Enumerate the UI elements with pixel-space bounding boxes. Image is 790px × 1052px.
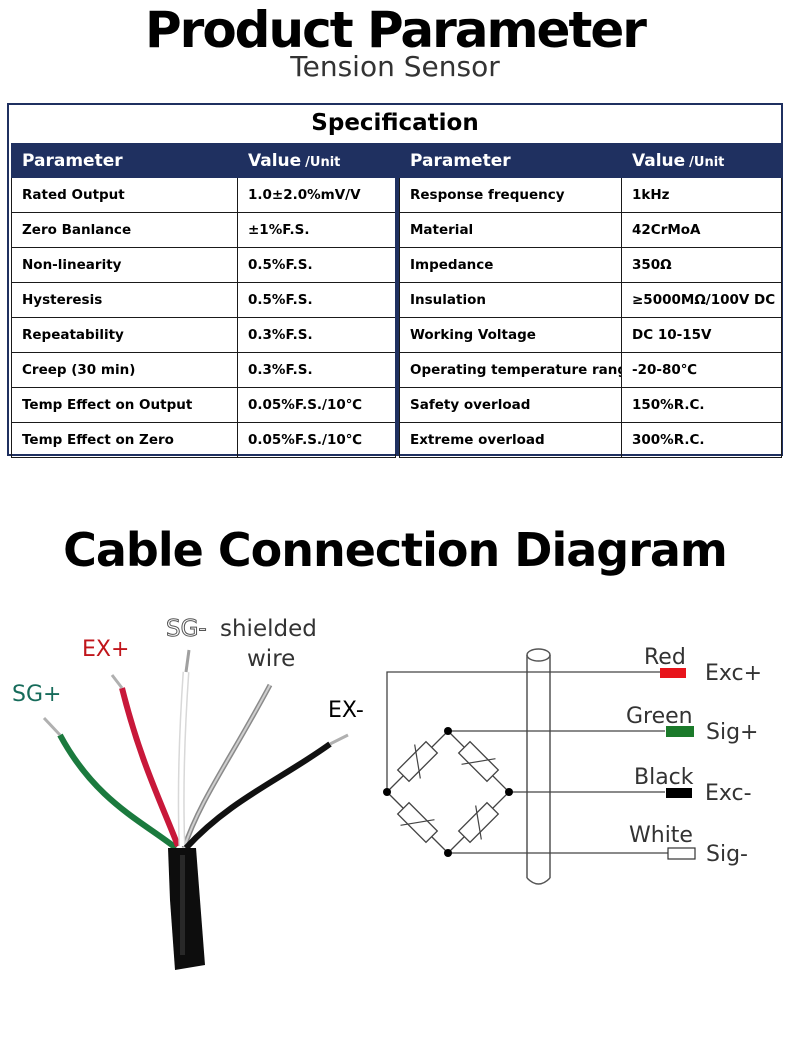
terminal-green-swatch <box>666 726 694 737</box>
terminal-red-swatch <box>660 668 686 678</box>
unit-label: /Unit <box>305 154 341 170</box>
black-wire <box>183 733 349 851</box>
param-cell: Temp Effect on Zero <box>11 422 238 458</box>
value-cell: -20-80℃ <box>621 352 782 388</box>
param-cell: Operating temperature range <box>399 352 622 388</box>
value-cell: ≥5000MΩ/100V DC <box>621 282 782 318</box>
column-header-parameter: Parameter <box>11 143 238 178</box>
param-cell: Zero Banlance <box>11 212 238 248</box>
param-cell: Impedance <box>399 247 622 283</box>
terminal-black-name: Black <box>634 765 694 790</box>
strain-gauge-2 <box>457 740 500 783</box>
specification-title: Specification <box>311 110 479 136</box>
terminal-green-name: Green <box>626 704 693 729</box>
terminal-white-swatch <box>667 847 696 860</box>
column-header-parameter: Parameter <box>399 143 622 178</box>
value-cell: DC 10-15V <box>621 317 782 353</box>
param-cell: Repeatability <box>11 317 238 353</box>
ex-plus-label: EX+ <box>82 637 129 662</box>
strain-gauge-4 <box>457 801 500 844</box>
column-header-value: Value/Unit <box>621 143 782 178</box>
value-cell: 300%R.C. <box>621 422 782 458</box>
value-cell: 350Ω <box>621 247 782 283</box>
terminal-red-name: Red <box>644 645 686 670</box>
strain-gauge-1 <box>396 740 439 783</box>
param-cell: Hysteresis <box>11 282 238 318</box>
cable-diagram-title: Cable Connection Diagram <box>63 523 728 577</box>
terminal-green-signal: Sig+ <box>706 720 758 745</box>
sg-minus-label: SG- <box>166 616 207 642</box>
param-cell: Rated Output <box>11 177 238 213</box>
value-cell: 0.5%F.S. <box>237 247 396 283</box>
cable-jacket <box>168 848 205 970</box>
param-cell: Creep (30 min) <box>11 352 238 388</box>
cable-illustration: SG+ EX+ SG- shielded wire EX- <box>12 616 364 970</box>
param-cell: Extreme overload <box>399 422 622 458</box>
page-title: Product Parameter <box>145 1 647 59</box>
sg-plus-label: SG+ <box>12 682 61 707</box>
value-cell: 0.3%F.S. <box>237 317 396 353</box>
page-subtitle: Tension Sensor <box>290 50 500 83</box>
value-cell: 0.3%F.S. <box>237 352 396 388</box>
ex-minus-label: EX- <box>328 698 364 723</box>
bridge-schematic: Red Exc+ Green Sig+ Black Exc- White Sig… <box>383 645 762 885</box>
param-cell: Non-linearity <box>11 247 238 283</box>
specification-panel: Specification Parameter Value/Unit Rated… <box>7 103 783 458</box>
value-cell: 0.05%F.S./10℃ <box>237 422 396 458</box>
param-cell: Material <box>399 212 622 248</box>
value-cell: 0.5%F.S. <box>237 282 396 318</box>
param-cell: Safety overload <box>399 387 622 423</box>
param-cell: Temp Effect on Output <box>11 387 238 423</box>
value-cell: 150%R.C. <box>621 387 782 423</box>
bridge-nodes <box>383 727 513 857</box>
table-row: Creep (30 min)0.3%F.S. <box>11 352 396 388</box>
value-cell: ±1%F.S. <box>237 212 396 248</box>
param-cell: Working Voltage <box>399 317 622 353</box>
shield-wire <box>181 683 273 849</box>
value-cell: 42CrMoA <box>621 212 782 248</box>
table-row: Operating temperature range-20-80℃ <box>399 352 782 388</box>
value-cell: 0.05%F.S./10℃ <box>237 387 396 423</box>
table-row: Zero Banlance±1%F.S. <box>11 212 396 248</box>
terminal-white-name: White <box>629 823 693 848</box>
green-wire <box>42 716 178 851</box>
value-cell: 1.0±2.0%mV/V <box>237 177 396 213</box>
table-divider <box>395 143 399 454</box>
shielded-label: shielded <box>220 616 317 642</box>
red-wire <box>110 674 181 848</box>
terminal-black-swatch <box>666 788 692 798</box>
value-cell: 1kHz <box>621 177 782 213</box>
wire-label: wire <box>247 646 295 672</box>
terminal-red-signal: Exc+ <box>705 661 762 686</box>
unit-label: /Unit <box>689 154 725 170</box>
table-row: Insulation≥5000MΩ/100V DC <box>399 282 782 318</box>
column-header-value: Value/Unit <box>237 143 396 178</box>
terminal-white-signal: Sig- <box>706 842 748 867</box>
terminal-black-signal: Exc- <box>705 781 752 806</box>
white-wire <box>177 649 191 847</box>
wire-exc-plus <box>386 671 665 792</box>
param-cell: Insulation <box>399 282 622 318</box>
param-cell: Response frequency <box>399 177 622 213</box>
strain-gauge-3 <box>396 801 439 844</box>
shield-cylinder <box>526 648 551 885</box>
